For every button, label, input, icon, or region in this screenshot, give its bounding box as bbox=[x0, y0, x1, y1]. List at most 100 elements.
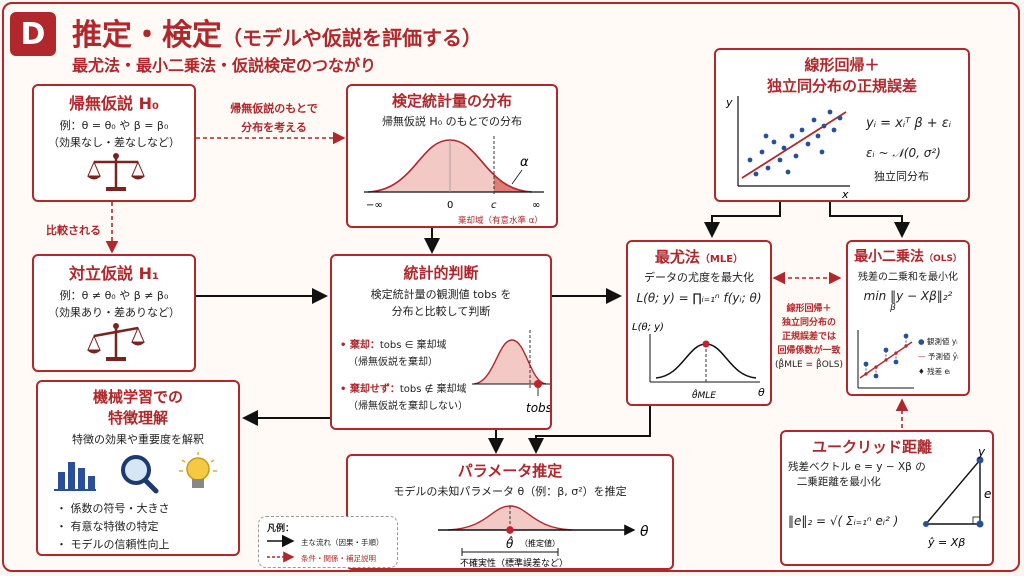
h0-title: 帰無仮説 H₀ bbox=[69, 94, 159, 113]
ml-bullet-text: 有意な特徴の特定 bbox=[70, 520, 159, 533]
euclid-formula: ‖e‖₂ = √( Σᵢ₌₁ⁿ eᵢ² ) bbox=[788, 514, 899, 528]
lightbulb-icon bbox=[179, 452, 217, 488]
linreg-plot: y x bbox=[725, 96, 850, 200]
equiv-line3: 正規誤差では bbox=[781, 332, 836, 342]
noreject-cond: tobs ∉ 棄却域 bbox=[399, 384, 467, 395]
arrow-linreg-to-mle bbox=[704, 202, 781, 238]
linreg-eq2: εᵢ ~ 𝒩(0, σ²) bbox=[866, 146, 941, 160]
title-sub: （モデルや仮説を評価する） bbox=[222, 26, 482, 50]
ols-legend-obs: 観測値 yᵢ bbox=[926, 337, 958, 346]
euclid-pt-y: y bbox=[977, 448, 986, 459]
ols-legend: ● 観測値 yᵢ — 予測値 ŷᵢ ♦ 残差 eᵢ bbox=[918, 337, 959, 376]
h1-box: 対立仮説 H₁ 例：θ ≠ θ₀ や β ≠ β₀ （効果あり・差ありなど） bbox=[32, 254, 196, 372]
mle-title: 最尤法 bbox=[654, 248, 700, 266]
linreg-axis-x: x bbox=[841, 188, 849, 200]
equiv-line5: (β̂MLE = β̂OLS) bbox=[774, 360, 844, 370]
bar-chart-icon bbox=[54, 462, 96, 491]
ols-title: 最小二乗法 bbox=[854, 249, 925, 265]
euclid-pt-e: e bbox=[984, 487, 991, 501]
mle-plot: L(θ; y) θ θ̂MLE bbox=[632, 322, 765, 401]
euclid-line2: 二乗距離を最小化 bbox=[796, 476, 881, 488]
ols-title-row: 最小二乗法（OLS） bbox=[848, 246, 968, 266]
magnifier-icon bbox=[121, 455, 159, 494]
param-estimate-point bbox=[506, 526, 514, 534]
ml-desc: 特徴の効果や重要度を解釈 bbox=[72, 433, 204, 446]
ml-bullet: ・ 有意な特徴の特定 bbox=[56, 520, 159, 533]
judge-plot: tobs bbox=[472, 330, 550, 415]
euclid-desc: 残差ベクトル e = y − Xβ の 二乗距離を最小化 bbox=[788, 460, 926, 490]
label-compared: 比較される bbox=[46, 224, 101, 237]
alpha-pointer bbox=[511, 169, 523, 185]
scale-tilted-icon bbox=[87, 323, 145, 361]
judge-title: 統計的判断 bbox=[403, 264, 479, 282]
param-plot: θ θ̂ （推定値） 不確実性（標準誤差など） bbox=[438, 505, 649, 568]
legend-box: 凡例： 主な流れ（因果・手順） 条件・関係・補足説明 bbox=[258, 516, 398, 568]
equiv-note: 線形回帰＋ 独立同分布の 正規誤差では 回帰係数が一致 (β̂MLE = β̂O… bbox=[772, 302, 846, 372]
title-main: 推定・検定 bbox=[72, 18, 222, 53]
label-under-h0-line1: 帰無仮説のもとで bbox=[230, 102, 318, 115]
equiv-line4: 回帰係数が一致 bbox=[777, 346, 841, 356]
label-under-h0: 帰無仮説のもとで 分布を考える bbox=[224, 100, 324, 135]
tick-neg-inf: −∞ bbox=[366, 200, 383, 211]
ml-bullet-text: 係数の符号・大きさ bbox=[70, 502, 170, 515]
ml-bullets: ・ 係数の符号・大きさ ・ 有意な特徴の特定 ・ モデルの信頼性向上 bbox=[56, 500, 170, 554]
ols-box: 最小二乗法（OLS） 残差の二乗和を最小化 min ‖y − Xβ‖₂² β ●… bbox=[846, 240, 970, 396]
euclid-title: ユークリッド距離 bbox=[811, 438, 932, 456]
scatter-points bbox=[747, 109, 843, 177]
dist-reject-fill bbox=[494, 176, 532, 192]
mle-desc: データの尤度を最大化 bbox=[644, 271, 754, 284]
h0-note: （効果なし・差なしなど） bbox=[48, 136, 180, 149]
ols-formula: min ‖y − Xβ‖₂² bbox=[863, 289, 953, 303]
reject-note: （帰無仮説を棄却） bbox=[348, 357, 438, 368]
legend-title: 凡例： bbox=[267, 524, 295, 534]
arrow-mle-to-param bbox=[528, 406, 651, 454]
ols-formula-sub: β bbox=[890, 303, 896, 313]
legend-cond: 条件・関係・補足説明 bbox=[301, 554, 376, 563]
noreject-note: （帰無仮説を棄却しない） bbox=[348, 401, 468, 412]
mle-box: 最尤法（MLE） データの尤度を最大化 L(θ; y) = ∏ᵢ₌₁ⁿ f(yᵢ… bbox=[626, 240, 772, 406]
euclid-box: ユークリッド距離 残差ベクトル e = y − Xβ の 二乗距離を最小化 ‖e… bbox=[780, 430, 994, 566]
tick-c: c bbox=[491, 200, 497, 211]
linreg-axis-y: y bbox=[725, 96, 733, 109]
judge-box: 統計的判断 検定統計量の観測値 tobs を 分布と比較して判断 • 棄却：to… bbox=[330, 254, 552, 430]
h0-example: 例：θ = θ₀ や β = β₀ bbox=[59, 119, 169, 132]
linreg-title1: 線形回帰＋ bbox=[804, 56, 880, 74]
euclid-plot: y e ŷ = Xβ bbox=[923, 448, 991, 549]
h1-title: 対立仮説 H₁ bbox=[69, 264, 159, 283]
reject-cond: tobs ∈ 棄却域 bbox=[379, 340, 447, 351]
euclid-line1: 残差ベクトル e = y − Xβ の bbox=[788, 461, 926, 473]
tick-inf: ∞ bbox=[532, 200, 540, 211]
page-subtitle: 最尤法・最小二乗法・仮説検定のつながり bbox=[72, 56, 377, 75]
judge-line2: 分布と比較して判断 bbox=[391, 305, 491, 318]
h0-box: 帰無仮説 H₀ 例：θ = θ₀ や β = β₀ （効果なし・差なしなど） bbox=[32, 84, 196, 202]
scale-balanced-icon bbox=[87, 153, 145, 191]
linreg-eq1: yᵢ = xᵢᵀ β + εᵢ bbox=[866, 116, 952, 131]
equiv-line1: 線形回帰＋ bbox=[786, 304, 832, 314]
mle-axis-y: L(θ; y) bbox=[632, 322, 664, 333]
judge-reject: • 棄却：tobs ∈ 棄却域 （帰無仮説を棄却） bbox=[340, 340, 447, 368]
h1-note: （効果あり・差ありなど） bbox=[48, 306, 180, 319]
ols-tag: （OLS） bbox=[924, 254, 962, 264]
dist-plot: α −∞ 0 c ∞ 棄却域（有意水準 α） bbox=[364, 136, 544, 226]
param-theta-hat: θ̂ bbox=[506, 535, 514, 551]
linreg-title2: 独立同分布の正規誤差 bbox=[766, 77, 917, 95]
euclid-pt-yhat: ŷ = Xβ bbox=[927, 536, 965, 549]
mle-formula: L(θ; y) = ∏ᵢ₌₁ⁿ f(yᵢ; θ) bbox=[636, 291, 762, 305]
tobs-point bbox=[534, 380, 542, 388]
linreg-box: 線形回帰＋ 独立同分布の正規誤差 y x yᵢ = xᵢᵀ β + εᵢ εᵢ … bbox=[714, 48, 970, 202]
ml-bullet: ・ モデルの信頼性向上 bbox=[56, 538, 170, 551]
label-consider-dist: 分布を考える bbox=[241, 121, 307, 134]
dist-alpha: α bbox=[520, 155, 529, 170]
ols-desc: 残差の二乗和を最小化 bbox=[858, 272, 958, 283]
judge-noreject: • 棄却せず：tobs ∉ 棄却域 （帰無仮説を棄却しない） bbox=[340, 384, 468, 412]
param-desc: モデルの未知パラメータ θ（例：β, σ²）を推定 bbox=[393, 485, 627, 498]
judge-line1: 検定統計量の観測値 tobs を bbox=[370, 288, 512, 301]
tick-zero: 0 bbox=[447, 200, 453, 211]
param-est: （推定値） bbox=[520, 538, 560, 548]
legend-main: 主な流れ（因果・手順） bbox=[301, 538, 384, 547]
ols-legend-res: 残差 eᵢ bbox=[927, 367, 951, 376]
mle-theta-hat: θ̂MLE bbox=[692, 388, 716, 401]
ml-bullet-text: モデルの信頼性向上 bbox=[70, 538, 170, 551]
h1-example: 例：θ ≠ θ₀ や β ≠ β₀ bbox=[59, 289, 169, 302]
